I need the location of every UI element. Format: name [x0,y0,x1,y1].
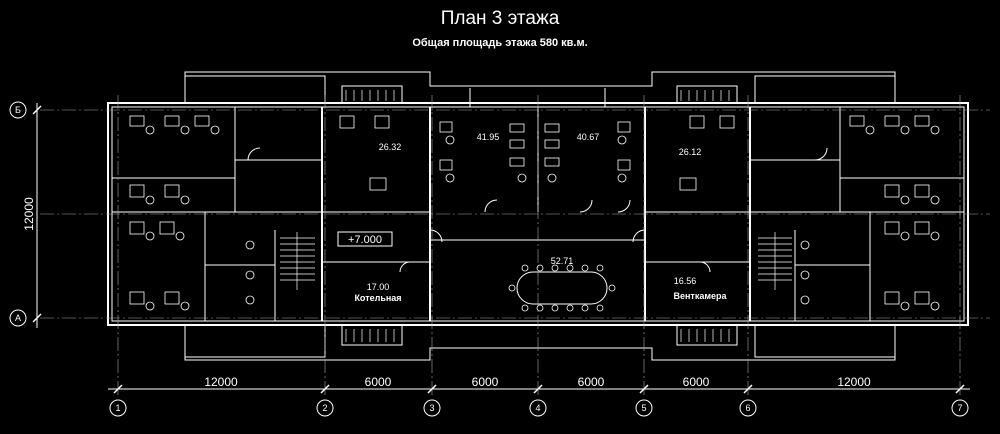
level-mark: +7.000 [348,234,382,246]
room-name-6: Котельная [354,293,401,303]
span-5-6: 6000 [683,375,710,389]
room-area-6: 17.00 [367,282,390,292]
room-area-7: 16.56 [674,276,697,286]
span-6-7: 12000 [837,375,871,389]
plan-title: План 3 этажа [440,8,560,29]
span-2-3: 6000 [365,375,392,389]
room-area-1: 26.32 [379,142,402,152]
overall-depth: 12000 [22,197,36,231]
span-3-4: 6000 [472,375,499,389]
room-area-5: 52.71 [551,256,574,266]
axis-label-4: 4 [535,403,540,413]
room-name-7: Венткамера [673,291,727,301]
axis-label-1: 1 [115,403,120,413]
axis-label-3: 3 [429,403,434,413]
axis-label-6: 6 [745,403,750,413]
room-area-4: 26.12 [679,147,702,157]
axis-label-b: Б [15,105,21,115]
span-1-2: 12000 [204,375,238,389]
plan-subtitle: Общая площадь этажа 580 кв.м. [412,37,588,49]
room-area-3: 40.67 [577,132,600,142]
axis-label-7: 7 [957,403,962,413]
room-area-2: 41.95 [477,132,500,142]
axis-label-5: 5 [641,403,646,413]
span-4-5: 6000 [578,375,605,389]
axis-label-2: 2 [322,403,327,413]
axis-label-a: А [15,313,21,323]
